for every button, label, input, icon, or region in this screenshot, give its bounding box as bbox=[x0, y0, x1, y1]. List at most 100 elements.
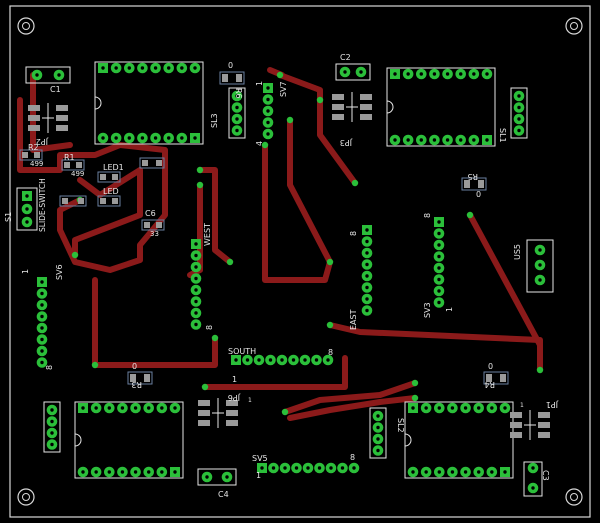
mounting-hole-inner-2 bbox=[570, 22, 578, 30]
resistor-r3 bbox=[127, 371, 153, 385]
stepper-driver-modules bbox=[74, 61, 514, 479]
driver-module-2-outline bbox=[386, 67, 496, 147]
slide-switch-pin-1-drill bbox=[25, 194, 29, 198]
led-1-body bbox=[97, 171, 121, 183]
silkscreen-labels: C1 C2 C3 C4 C6 R1 R2 R3 R4 R5 R6 JP1 JP2… bbox=[4, 53, 559, 499]
resistor-r5-pad-1 bbox=[464, 180, 470, 188]
label-sv5-one: 1 bbox=[256, 471, 261, 480]
slide-switch-s1 bbox=[16, 187, 38, 231]
driver-module-3-pin-bottom-6-drill bbox=[147, 470, 151, 474]
header-sv6-pin-3-drill bbox=[40, 303, 44, 307]
jumper-jp1-pin-r-1 bbox=[538, 412, 550, 418]
terminal-us5-pin-3-drill bbox=[538, 278, 542, 282]
via-20 bbox=[196, 181, 204, 189]
header-sv7-pin-5-drill bbox=[266, 132, 270, 136]
header-east-pin-7-drill bbox=[365, 297, 369, 301]
resistor-r1-pad-2 bbox=[76, 162, 82, 168]
capacitor-c4-outline bbox=[197, 468, 237, 486]
header-east-pin-6-drill bbox=[365, 285, 369, 290]
label-r1: R1 bbox=[64, 153, 75, 162]
header-jp4 bbox=[43, 401, 61, 453]
label-r2: R2 bbox=[28, 143, 39, 152]
trace-12 bbox=[202, 355, 348, 390]
label-sl3: SL3 bbox=[210, 113, 219, 128]
header-sl3-pin-1-drill bbox=[235, 94, 239, 98]
slide-switch-pin-2-drill bbox=[25, 207, 29, 211]
header-jp4-pin-3-drill bbox=[50, 431, 54, 435]
driver-module-3-pin-bottom-2-drill bbox=[94, 470, 98, 474]
driver-module-1-pin-bottom-7-drill bbox=[180, 136, 184, 140]
driver-module-3-pin-top-1-drill bbox=[81, 406, 85, 410]
mounting-hole-4 bbox=[565, 488, 583, 506]
resistor-r6-body bbox=[219, 71, 245, 85]
resistor-r2-body bbox=[19, 149, 43, 161]
board-outline bbox=[9, 5, 591, 518]
via-9 bbox=[466, 211, 474, 219]
jumper-jp2-pin-l-1 bbox=[28, 105, 40, 111]
via-12 bbox=[411, 379, 419, 387]
label-c6: C6 bbox=[145, 209, 156, 218]
via-17 bbox=[71, 251, 79, 259]
header-sv7 bbox=[262, 83, 274, 140]
capacitor-c3-outline bbox=[523, 461, 543, 497]
header-south-pin-1-drill bbox=[234, 358, 238, 362]
capacitor-c4 bbox=[197, 468, 237, 486]
driver-module-2-pin-bottom-4-drill bbox=[432, 138, 437, 142]
label-sv6-one: 1 bbox=[21, 269, 30, 274]
header-sv6-pin-4-drill bbox=[40, 314, 44, 319]
driver-module-1-pin-top-8-drill bbox=[193, 66, 197, 70]
slide-switch-pin-3-drill bbox=[25, 220, 29, 224]
driver-module-2-pin-bottom-7-drill bbox=[472, 138, 476, 142]
label-r1-value: 499 bbox=[71, 170, 84, 178]
trace-4 bbox=[92, 277, 218, 368]
header-sv3-pin-6-drill bbox=[437, 277, 441, 282]
jumper-jp3-pin-r-3 bbox=[360, 114, 372, 120]
label-sv5: SV5 bbox=[252, 454, 268, 463]
jumper-jp2-pin-l-3 bbox=[28, 125, 40, 131]
driver-module-3-pin-top-5-drill bbox=[133, 406, 138, 410]
label-west: WEST bbox=[203, 223, 212, 246]
mounting-hole-inner-1 bbox=[22, 22, 30, 30]
header-sv6-pin-8-drill bbox=[40, 360, 44, 365]
header-west-pin-2-drill bbox=[194, 253, 198, 258]
capacitor-c3-pin-2-drill bbox=[531, 486, 535, 490]
header-sv5 bbox=[257, 462, 360, 474]
resistor-r3-pad-1 bbox=[130, 374, 136, 382]
capacitor-c2 bbox=[335, 63, 371, 81]
label-jp3: JP3 bbox=[340, 138, 353, 147]
header-sv6-pin-7-drill bbox=[40, 349, 44, 353]
led-2-body bbox=[97, 195, 121, 207]
driver-module-1-pin-top-5-drill bbox=[153, 66, 158, 70]
driver-module-2-pin-top-1-drill bbox=[393, 72, 397, 76]
resistor-array-pad-1 bbox=[62, 198, 68, 204]
terminal-us5 bbox=[526, 239, 554, 293]
mounting-hole-2 bbox=[565, 17, 583, 35]
label-sv3-one: 1 bbox=[445, 307, 454, 312]
header-south-pin-5-drill bbox=[280, 358, 284, 362]
header-west bbox=[190, 239, 202, 330]
jumper-jp3-pin-r-2 bbox=[360, 104, 372, 110]
header-sl1-pin-2-drill bbox=[517, 105, 521, 110]
jumper-jp3 bbox=[332, 92, 372, 122]
driver-module-2-pin-bottom-3-drill bbox=[419, 138, 423, 142]
resistor-r5 bbox=[461, 177, 487, 191]
jumper-jp6-pin-r-3 bbox=[226, 420, 238, 426]
header-south-pin-7-drill bbox=[303, 358, 307, 362]
header-south-pin-8-drill bbox=[314, 358, 319, 362]
jumper-jp6-pin-r-1 bbox=[226, 400, 238, 406]
via-10 bbox=[201, 383, 209, 391]
driver-module-3-pin-top-4-drill bbox=[120, 406, 125, 410]
terminal-us5-pin-2-drill bbox=[538, 263, 542, 267]
driver-module-1-pin-bottom-4-drill bbox=[140, 136, 145, 140]
trace-11 bbox=[467, 212, 543, 348]
driver-module-2-pin-top-4-drill bbox=[432, 72, 437, 76]
header-east-pin-5-drill bbox=[365, 274, 369, 278]
header-south-pin-9-drill bbox=[326, 358, 330, 362]
resistor-r6-pad-1 bbox=[222, 74, 228, 82]
capacitor-c4-pin-1-drill bbox=[205, 475, 209, 479]
resistor-r1-pad-1 bbox=[64, 162, 70, 168]
driver-module-1-pin-bottom-1-drill bbox=[101, 136, 105, 140]
via-6 bbox=[326, 258, 334, 266]
driver-module-1-pin-top-7-drill bbox=[180, 66, 184, 70]
trace-13 bbox=[282, 380, 418, 415]
